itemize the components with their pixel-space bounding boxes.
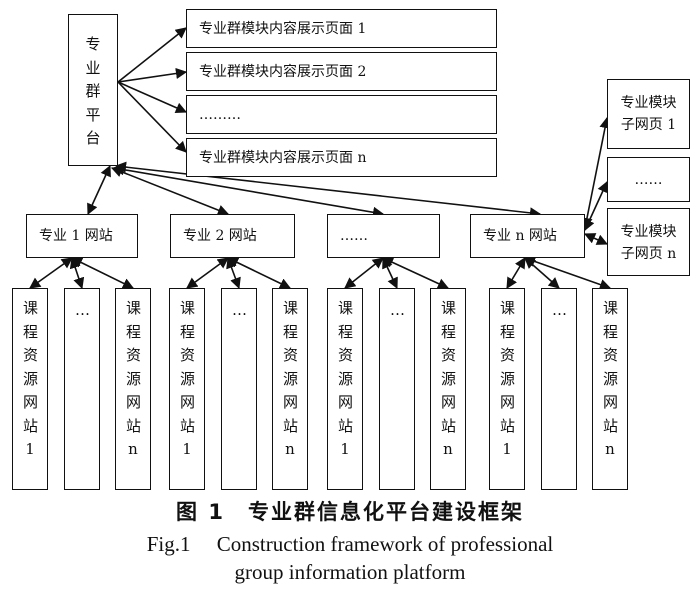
course-site-first: 课程资源网站1 [489, 288, 525, 490]
module-page-label: 专业群模块内容展示页面 2 [199, 63, 367, 80]
platform-label: 专业群平台 [85, 35, 101, 147]
connector-arrow [523, 256, 612, 290]
connector-arrow [344, 257, 384, 289]
connector-arrow [524, 257, 560, 289]
module-page-ellipsis: ……… [186, 95, 497, 134]
connector-arrow [584, 180, 608, 232]
course-site-first: 课程资源网站1 [12, 288, 48, 490]
connector-arrow [117, 27, 187, 83]
connector-arrow [29, 257, 73, 289]
course-site-ellipsis: … [379, 288, 415, 490]
connector-arrow [117, 81, 187, 153]
site-label: …… [340, 228, 368, 244]
figure-caption-en-line2: group information platform [234, 560, 466, 584]
site-label: 专业 n 网站 [483, 228, 557, 244]
course-site-label: … [232, 301, 247, 319]
connector-arrow [581, 116, 611, 230]
site-label: 专业 1 网站 [39, 228, 113, 244]
subpage-label: …… [634, 171, 663, 188]
site-n: 专业 n 网站 [470, 214, 585, 258]
course-site-label: … [75, 301, 90, 319]
platform-box: 专业群平台 [68, 14, 118, 166]
figure-caption-en: Fig.1 Construction framework of professi… [0, 530, 700, 586]
module-page-2: 专业群模块内容展示页面 2 [186, 52, 497, 91]
site-ellipsis: …… [327, 214, 440, 258]
site-1: 专业 1 网站 [26, 214, 138, 258]
module-page-label: 专业群模块内容展示页面 n [199, 149, 367, 166]
course-site-label: 课程资源网站n [283, 299, 299, 458]
module-page-n: 专业群模块内容展示页面 n [186, 138, 497, 177]
course-site-label: 课程资源网站n [126, 299, 142, 458]
course-site-last: 课程资源网站n [592, 288, 628, 490]
connector-arrow [70, 257, 135, 289]
module-page-label: ……… [199, 106, 241, 123]
connector-arrow [186, 257, 229, 289]
site-2: 专业 2 网站 [170, 214, 295, 258]
course-site-label: 课程资源网站1 [500, 299, 516, 458]
course-site-label: 课程资源网站n [441, 299, 457, 458]
subpage-n: 专业模块子网页 n [607, 208, 690, 276]
course-site-first: 课程资源网站1 [169, 288, 205, 490]
course-site-last: 课程资源网站n [430, 288, 466, 490]
course-site-label: 课程资源网站n [603, 299, 619, 458]
connector-arrow [87, 164, 111, 216]
connector-arrow [382, 256, 398, 290]
course-site-ellipsis: … [64, 288, 100, 490]
course-site-label: … [552, 301, 567, 319]
subpage-label: 专业模块子网页 n [620, 224, 677, 262]
subpage-label: 专业模块子网页 1 [620, 95, 677, 133]
connector-arrow [381, 257, 450, 289]
course-site-label: 课程资源网站1 [338, 299, 354, 458]
figure-caption-zh: 图 1 专业群信息化平台建设框架 [176, 500, 524, 524]
module-page-label: 专业群模块内容展示页面 1 [199, 20, 367, 37]
connector-arrow [117, 81, 188, 114]
module-page-1: 专业群模块内容展示页面 1 [186, 9, 497, 48]
subpage-1: 专业模块子网页 1 [607, 79, 690, 149]
subpage-ellipsis: …… [607, 157, 690, 202]
course-site-label: 课程资源网站1 [180, 299, 196, 458]
site-label: 专业 2 网站 [183, 228, 257, 244]
course-site-first: 课程资源网站1 [327, 288, 363, 490]
figure-caption-en-line1: Fig.1 Construction framework of professi… [146, 532, 554, 556]
course-site-ellipsis: … [541, 288, 577, 490]
connector-arrow [117, 67, 188, 83]
course-site-ellipsis: … [221, 288, 257, 490]
course-site-label: … [390, 301, 405, 319]
course-site-last: 课程资源网站n [115, 288, 151, 490]
connector-arrow [583, 233, 609, 245]
course-site-label: 课程资源网站1 [23, 299, 39, 458]
connector-arrow [506, 257, 526, 289]
course-site-last: 课程资源网站n [272, 288, 308, 490]
connector-arrow [226, 257, 292, 289]
